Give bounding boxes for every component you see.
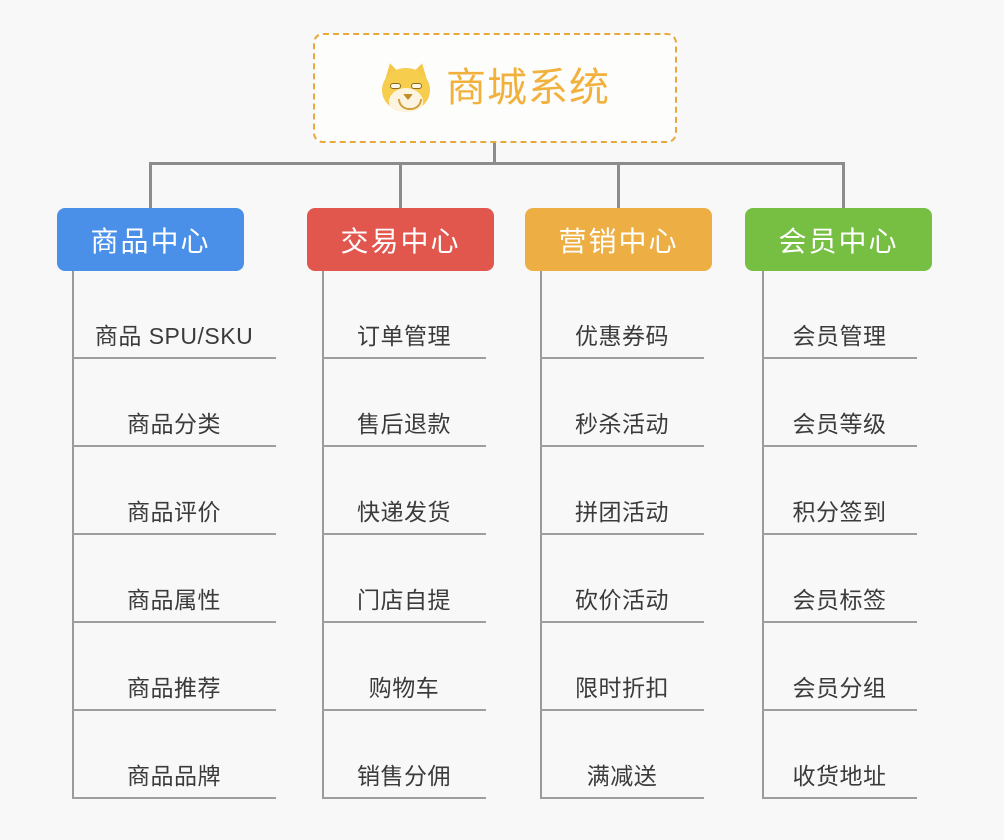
leaf-item[interactable]: 会员等级 (762, 359, 917, 447)
leaf-item-label: 会员标签 (792, 587, 887, 613)
leaf-item-label: 拼团活动 (575, 499, 669, 525)
connector-drop-3 (617, 162, 620, 209)
category-header-label: 会员中心 (778, 225, 899, 257)
category-header-label: 交易中心 (340, 225, 461, 257)
leaf-item-label: 商品品牌 (127, 763, 221, 789)
leaf-item-label: 砍价活动 (575, 587, 669, 613)
leaf-item-label: 商品推荐 (127, 675, 221, 701)
leaf-item[interactable]: 会员分组 (762, 623, 917, 711)
leaf-item-label: 商品评价 (127, 499, 221, 525)
connector-drop-2 (399, 162, 402, 209)
leaf-item-label: 订单管理 (357, 323, 451, 349)
leaf-item[interactable]: 商品评价 (72, 447, 276, 535)
leaf-item[interactable]: 商品 SPU/SKU (72, 271, 276, 359)
leaf-item[interactable]: 收货地址 (762, 711, 917, 799)
leaf-item[interactable]: 积分签到 (762, 447, 917, 535)
category-header-2[interactable]: 交易中心 (307, 208, 494, 271)
shiba-dog-face-icon (380, 60, 432, 113)
leaf-item-label: 会员分组 (792, 675, 887, 701)
leaf-item[interactable]: 商品属性 (72, 535, 276, 623)
connector-drop-4 (842, 162, 845, 209)
leaf-item[interactable]: 商品推荐 (72, 623, 276, 711)
connector-root-stem (493, 143, 496, 165)
leaf-item-label: 门店自提 (357, 587, 451, 613)
leaf-item-label: 商品 SPU/SKU (94, 323, 254, 349)
column-trunk-line-4 (762, 271, 764, 799)
leaf-item-label: 积分签到 (792, 499, 887, 525)
leaf-item[interactable]: 拼团活动 (540, 447, 704, 535)
leaf-item[interactable]: 快递发货 (322, 447, 486, 535)
column-trunk-line-3 (540, 271, 542, 799)
column-trunk-line-1 (72, 271, 74, 799)
leaf-item-label: 满减送 (586, 763, 658, 789)
leaf-item-label: 限时折扣 (575, 675, 669, 701)
leaf-item[interactable]: 商品分类 (72, 359, 276, 447)
leaf-item-label: 销售分佣 (357, 763, 451, 789)
leaf-item-label: 商品分类 (127, 411, 221, 437)
leaf-item-label: 秒杀活动 (575, 411, 669, 437)
root-node-title: 商城系统 (446, 66, 610, 110)
connector-horizontal-bus (150, 162, 844, 165)
leaf-item-label: 售后退款 (357, 411, 451, 437)
leaf-item[interactable]: 销售分佣 (322, 711, 486, 799)
leaf-item-label: 商品属性 (127, 587, 221, 613)
leaf-item-label: 会员管理 (792, 323, 887, 349)
leaf-item[interactable]: 门店自提 (322, 535, 486, 623)
leaf-item[interactable]: 限时折扣 (540, 623, 704, 711)
leaf-item[interactable]: 满减送 (540, 711, 704, 799)
leaf-item[interactable]: 会员管理 (762, 271, 917, 359)
leaf-item[interactable]: 优惠券码 (540, 271, 704, 359)
leaf-item[interactable]: 砍价活动 (540, 535, 704, 623)
connector-drop-1 (149, 162, 152, 209)
leaf-item-label: 会员等级 (792, 411, 887, 437)
category-header-label: 营销中心 (558, 225, 679, 257)
leaf-item[interactable]: 售后退款 (322, 359, 486, 447)
leaf-item[interactable]: 秒杀活动 (540, 359, 704, 447)
category-header-4[interactable]: 会员中心 (745, 208, 932, 271)
leaf-item-label: 购物车 (368, 675, 440, 701)
category-header-1[interactable]: 商品中心 (57, 208, 244, 271)
root-node-mall-system[interactable]: 商城系统 (313, 33, 677, 143)
leaf-item[interactable]: 商品品牌 (72, 711, 276, 799)
category-header-3[interactable]: 营销中心 (525, 208, 712, 271)
leaf-item[interactable]: 购物车 (322, 623, 486, 711)
category-header-label: 商品中心 (90, 225, 211, 257)
leaf-item-label: 收货地址 (792, 763, 887, 789)
leaf-item-label: 优惠券码 (575, 323, 669, 349)
leaf-item[interactable]: 订单管理 (322, 271, 486, 359)
leaf-item[interactable]: 会员标签 (762, 535, 917, 623)
column-trunk-line-2 (322, 271, 324, 799)
leaf-item-label: 快递发货 (357, 499, 451, 525)
